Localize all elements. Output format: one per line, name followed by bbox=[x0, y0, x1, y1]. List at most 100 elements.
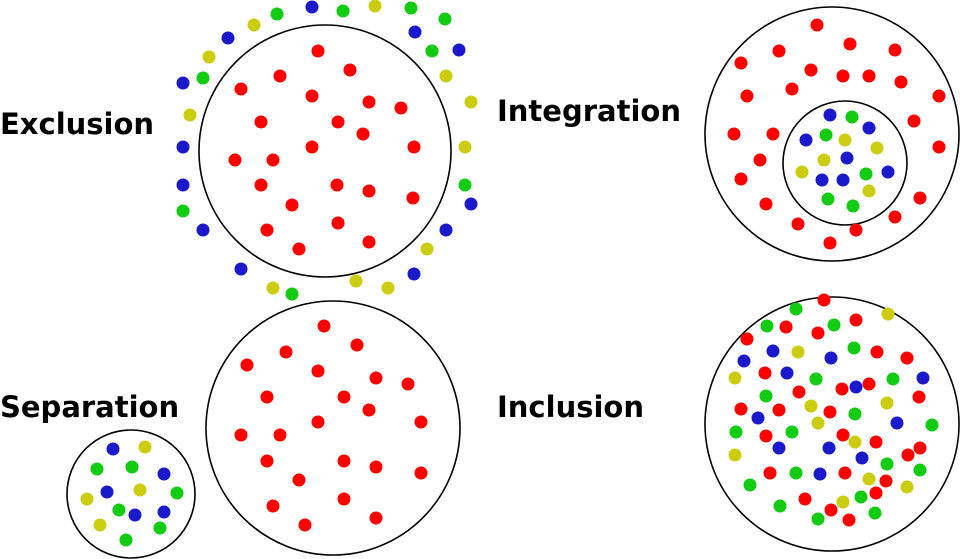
red-dot bbox=[894, 75, 908, 89]
yellow-dot bbox=[811, 416, 825, 430]
yellow-dot bbox=[80, 492, 94, 506]
red-dot bbox=[907, 114, 921, 128]
blue-dot bbox=[106, 442, 120, 456]
yellow-dot bbox=[881, 307, 895, 321]
yellow-dot bbox=[836, 495, 850, 509]
blue-dot bbox=[196, 223, 210, 237]
blue-dot bbox=[407, 267, 421, 281]
blue-dot bbox=[823, 108, 837, 122]
green-dot bbox=[176, 204, 190, 218]
blue-dot bbox=[916, 371, 930, 385]
red-dot bbox=[740, 89, 754, 103]
red-dot bbox=[311, 364, 325, 378]
blue-dot bbox=[815, 173, 829, 187]
yellow-dot bbox=[804, 399, 818, 413]
red-dot bbox=[279, 345, 293, 359]
red-dot bbox=[414, 415, 428, 429]
blue-dot bbox=[737, 354, 751, 368]
blue-dot bbox=[408, 25, 422, 39]
red-dot bbox=[785, 82, 799, 96]
blue-dot bbox=[862, 121, 876, 135]
yellow-dot bbox=[728, 448, 742, 462]
red-dot bbox=[311, 44, 325, 58]
red-dot bbox=[753, 153, 767, 167]
blue-dot bbox=[822, 441, 836, 455]
separation-diagram bbox=[66, 300, 461, 559]
green-dot bbox=[285, 287, 299, 301]
green-dot bbox=[847, 341, 861, 355]
red-dot bbox=[369, 460, 383, 474]
red-dot bbox=[298, 518, 312, 532]
yellow-dot bbox=[93, 518, 107, 532]
yellow-dot bbox=[791, 345, 805, 359]
label-integration: Integration bbox=[497, 94, 681, 128]
red-dot bbox=[901, 448, 915, 462]
green-dot bbox=[925, 418, 939, 432]
blue-dot bbox=[780, 366, 794, 380]
blue-dot bbox=[766, 344, 780, 358]
label-exclusion: Exclusion bbox=[0, 107, 155, 141]
red-dot bbox=[330, 178, 344, 192]
green-dot bbox=[760, 319, 774, 333]
blue-dot bbox=[452, 43, 466, 57]
red-dot bbox=[772, 44, 786, 58]
green-dot bbox=[809, 372, 823, 386]
red-dot bbox=[292, 242, 306, 256]
integration-diagram bbox=[704, 6, 960, 262]
red-dot bbox=[362, 184, 376, 198]
red-dot bbox=[292, 473, 306, 487]
blue-dot bbox=[234, 262, 248, 276]
red-dot bbox=[317, 319, 331, 333]
blue-dot bbox=[836, 173, 850, 187]
blue-dot bbox=[176, 178, 190, 192]
red-dot bbox=[254, 178, 268, 192]
yellow-dot bbox=[266, 281, 280, 295]
red-dot bbox=[869, 435, 883, 449]
yellow-dot bbox=[247, 18, 261, 32]
blue-dot bbox=[799, 133, 813, 147]
blue-dot bbox=[824, 351, 838, 365]
green-dot bbox=[119, 533, 133, 547]
red-dot bbox=[260, 223, 274, 237]
green-dot bbox=[880, 457, 894, 471]
red-dot bbox=[823, 236, 837, 250]
label-separation: Separation bbox=[0, 390, 180, 424]
red-dot bbox=[869, 486, 883, 500]
red-dot bbox=[362, 235, 376, 249]
red-dot bbox=[407, 140, 421, 154]
yellow-dot bbox=[458, 140, 472, 154]
green-dot bbox=[743, 478, 757, 492]
red-dot bbox=[888, 210, 902, 224]
green-dot bbox=[425, 44, 439, 58]
red-dot bbox=[331, 216, 345, 230]
red-dot bbox=[862, 69, 876, 83]
red-dot bbox=[260, 390, 274, 404]
inclusion-circle bbox=[704, 296, 960, 552]
red-dot bbox=[849, 313, 863, 327]
red-dot bbox=[266, 153, 280, 167]
red-dot bbox=[842, 513, 856, 527]
yellow-dot bbox=[439, 69, 453, 83]
red-dot bbox=[394, 101, 408, 115]
red-dot bbox=[369, 511, 383, 525]
green-dot bbox=[819, 128, 833, 142]
red-dot bbox=[824, 503, 838, 517]
red-dot bbox=[254, 115, 268, 129]
red-dot bbox=[823, 405, 837, 419]
yellow-dot bbox=[870, 141, 884, 155]
red-dot bbox=[791, 217, 805, 231]
yellow-dot bbox=[838, 133, 852, 147]
green-dot bbox=[848, 407, 862, 421]
separation-small-circle bbox=[66, 429, 196, 559]
red-dot bbox=[734, 172, 748, 186]
blue-dot bbox=[157, 467, 171, 481]
integration-inner-circle bbox=[782, 100, 908, 226]
yellow-dot bbox=[880, 396, 894, 410]
red-dot bbox=[835, 382, 849, 396]
red-dot bbox=[734, 56, 748, 70]
red-dot bbox=[900, 351, 914, 365]
yellow-dot bbox=[133, 483, 147, 497]
red-dot bbox=[337, 492, 351, 506]
yellow-dot bbox=[900, 480, 914, 494]
red-dot bbox=[406, 191, 420, 205]
